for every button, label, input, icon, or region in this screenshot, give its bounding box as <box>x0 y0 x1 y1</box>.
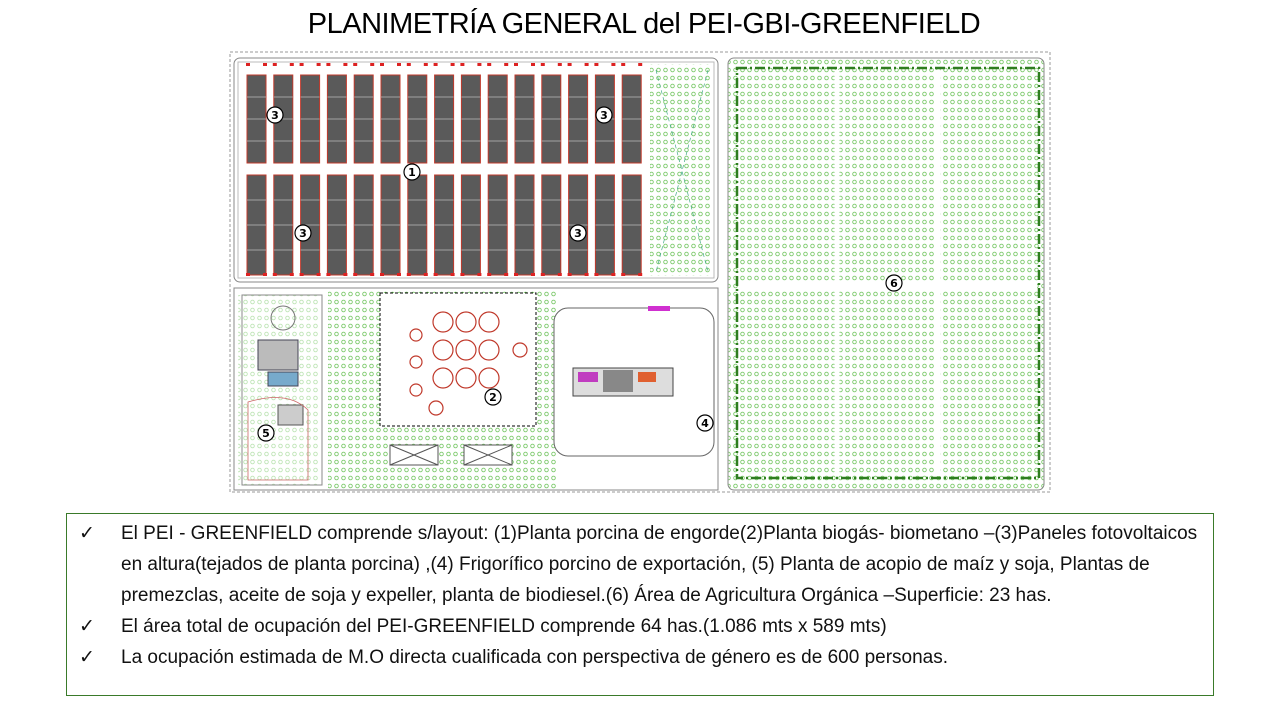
marker-circle <box>885 274 903 292</box>
marker-5: 5 <box>262 427 270 440</box>
marker-circle <box>484 388 502 406</box>
marker-3: 3 <box>271 109 279 122</box>
marker-2: 2 <box>489 391 497 404</box>
marker-circle <box>403 163 421 181</box>
note-item: ✓ El PEI - GREENFIELD comprende s/layout:… <box>79 518 1203 611</box>
note-item: ✓ El área total de ocupación del PEI-GREE… <box>79 611 1203 642</box>
note-text: El PEI - GREENFIELD comprende s/layout: … <box>121 523 1198 606</box>
marker-3: 3 <box>299 227 307 240</box>
grain-plant-structures <box>247 305 309 481</box>
check-icon: ✓ <box>79 647 95 668</box>
marker-4: 4 <box>701 417 709 430</box>
marker-3: 3 <box>600 109 608 122</box>
slaughterhouse-building <box>572 306 674 397</box>
marker-circle <box>266 106 284 124</box>
crop-strip <box>650 64 712 276</box>
check-icon: ✓ <box>79 523 95 544</box>
note-text: La ocupación estimada de M.O directa cua… <box>121 647 949 668</box>
check-icon: ✓ <box>79 616 95 637</box>
notes-box: ✓ El PEI - GREENFIELD comprende s/layout:… <box>66 513 1214 696</box>
marker-6: 6 <box>890 277 898 290</box>
organic-agriculture-area <box>727 57 1045 491</box>
pig-barns <box>246 63 643 276</box>
biogas-digesters <box>409 311 528 416</box>
site-boundary <box>229 51 1051 493</box>
marker-circle <box>696 414 714 432</box>
marker-3: 3 <box>574 227 582 240</box>
marker-circle <box>257 424 275 442</box>
biogas-zone <box>379 292 537 427</box>
site-plan: 3 3 3 3 1 6 2 4 5 <box>229 51 1051 493</box>
note-item: ✓ La ocupación estimada de M.O directa cu… <box>79 642 1203 673</box>
marker-circle <box>294 224 312 242</box>
green-area-left <box>238 295 318 485</box>
slide-title: PLANIMETRÍA GENERAL del PEI-GBI-GREENFIE… <box>307 8 981 40</box>
marker-1: 1 <box>408 166 416 179</box>
marker-circle <box>595 106 613 124</box>
grain-plant-zone <box>241 294 323 486</box>
marker-circle <box>569 224 587 242</box>
note-text: El área total de ocupación del PEI-GREEN… <box>121 616 887 637</box>
